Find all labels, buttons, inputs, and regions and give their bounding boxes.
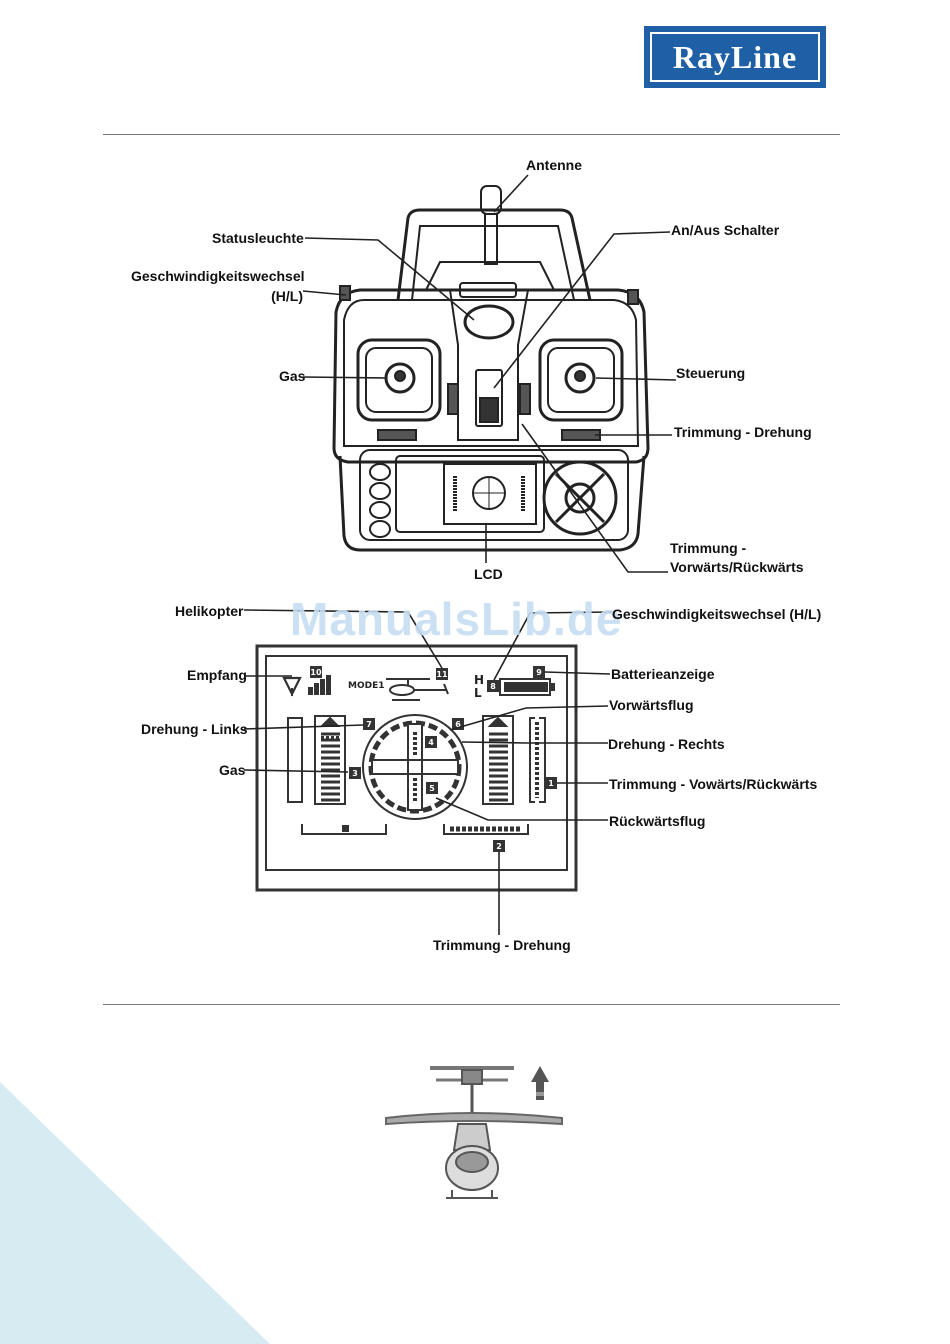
lcd-num-11: 11 <box>436 670 448 679</box>
bottom-divider <box>103 1004 840 1005</box>
lcd-num-6: 6 <box>455 720 461 729</box>
label-lcd-trim-rotation: Trimmung - Drehung <box>433 937 571 953</box>
label-lcd-speed-switch: Geschwindigkeitswechsel (H/L) <box>612 606 822 622</box>
label-trim-fb: Trimmung - Vowärts/Rückwärts <box>609 776 818 792</box>
label-turn-right: Drehung - Rechts <box>608 736 725 752</box>
lcd-num-4: 4 <box>428 738 434 747</box>
lcd-num-3: 3 <box>352 769 358 778</box>
label-trim-fb-1: Trimmung - <box>670 540 747 556</box>
lcd-num-10: 10 <box>310 668 322 677</box>
lcd-num-2: 2 <box>496 842 502 851</box>
label-speed-switch-1: Geschwindigkeitswechsel <box>131 268 305 284</box>
lcd-num-9: 9 <box>536 668 542 677</box>
lcd-num-8: 8 <box>490 682 496 691</box>
lcd-speed-h: H <box>474 673 484 687</box>
helicopter-ascend-icon <box>385 1066 563 1199</box>
label-lcd-throttle: Gas <box>219 762 246 778</box>
label-throttle: Gas <box>279 368 306 384</box>
lcd-num-7: 7 <box>366 720 372 729</box>
label-status-light: Statusleuchte <box>212 230 304 246</box>
label-turn-left: Drehung - Links <box>141 721 248 737</box>
up-arrow-icon <box>531 1066 549 1100</box>
label-backward-flight: Rückwärtsflug <box>609 813 706 829</box>
lcd-number-boxes <box>310 666 557 852</box>
label-battery: Batterieanzeige <box>611 666 715 682</box>
label-forward-flight: Vorwärtsflug <box>609 697 694 713</box>
rayline-logo: RayLine <box>644 26 826 88</box>
lcd-num-1: 1 <box>548 779 554 788</box>
label-reception: Empfang <box>187 667 247 683</box>
lcd-leader-lines <box>243 609 613 935</box>
lcd-screen-diagram <box>255 644 578 892</box>
label-power-switch: An/Aus Schalter <box>671 222 780 238</box>
label-lcd: LCD <box>474 566 503 582</box>
corner-decoration <box>0 1082 270 1344</box>
transmitter-leader-lines <box>302 174 677 573</box>
lcd-speed-l: L <box>474 686 482 700</box>
transmitter-diagram <box>332 185 650 552</box>
logo-text: RayLine <box>650 32 820 82</box>
lcd-number-texts: 10 11 8 9 7 6 4 3 5 1 2 MODE1 H L <box>310 668 554 851</box>
label-helicopter: Helikopter <box>175 603 244 619</box>
lcd-num-5: 5 <box>429 784 435 793</box>
label-steering: Steuerung <box>676 365 746 381</box>
top-divider <box>103 134 840 135</box>
label-antenna: Antenne <box>526 157 582 173</box>
label-trim-rotation: Trimmung - Drehung <box>674 424 812 440</box>
lcd-mode-text: MODE1 <box>348 681 385 691</box>
label-speed-switch-2: (H/L) <box>271 288 303 304</box>
label-trim-fb-2: Vorwärts/Rückwärts <box>670 559 804 575</box>
watermark: ManualsLib.de <box>290 593 623 645</box>
